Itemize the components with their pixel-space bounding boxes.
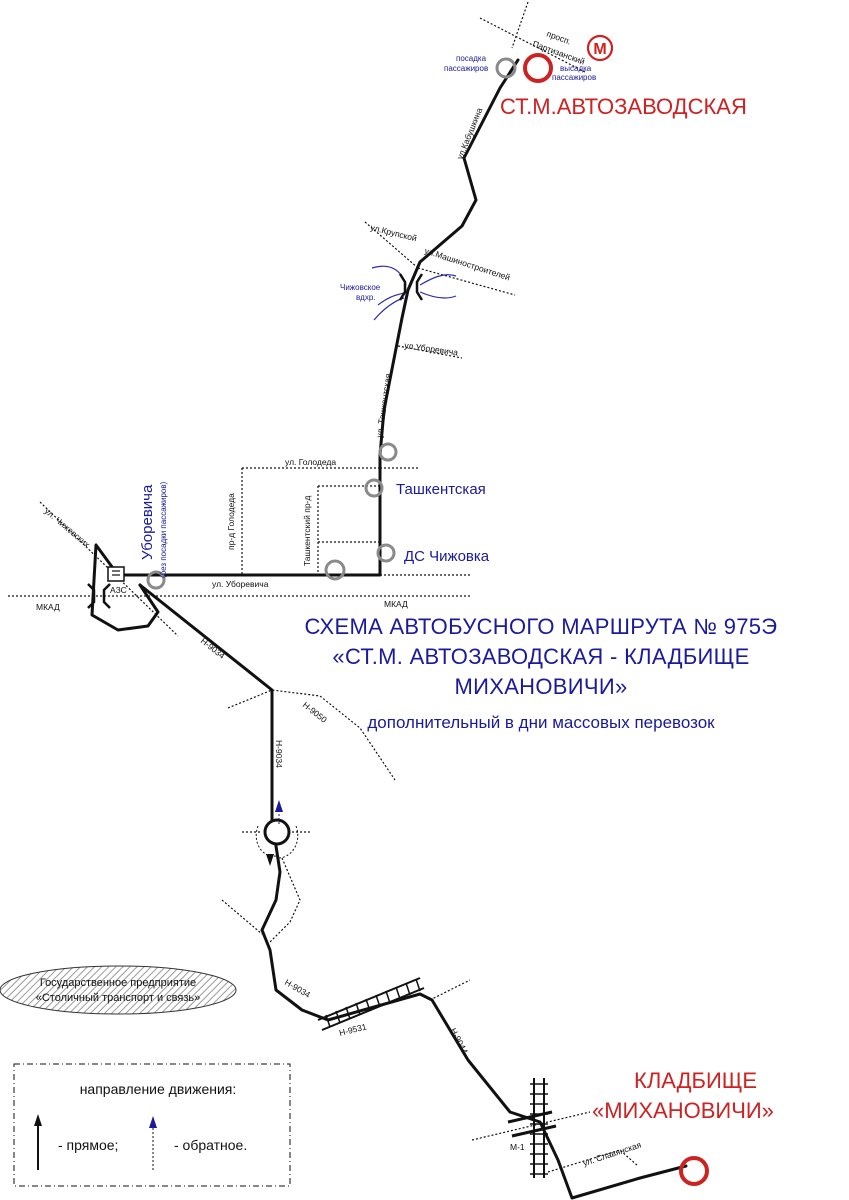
roundabout-dashed-ring <box>255 825 277 857</box>
route-line <box>90 58 688 1200</box>
label-uborevicha-north: ул.Уборевича <box>404 340 459 357</box>
label-tashkentskaya: ул. Ташкентская <box>374 373 393 439</box>
label-chizhevskih: ул. Чижевских <box>43 506 93 550</box>
label-uborevicha-south: ул. Уборевича <box>212 579 269 589</box>
legend-reverse: - обратное. <box>174 1137 247 1153</box>
stop-circle-tashkentskaya-2 <box>364 478 384 498</box>
stop-circles <box>146 57 517 590</box>
reservoir-label-2: вдхр. <box>356 293 376 302</box>
street-kabushkina-north <box>511 1 529 49</box>
label-n9034-b: Н-9034 <box>274 740 284 768</box>
route-segment-south <box>138 583 688 1200</box>
stop-circle-ds-chizhovka <box>376 543 396 563</box>
metro-alighting-label-2: пассажиров <box>552 73 596 82</box>
label-n9531: Н-9531 <box>338 1021 368 1038</box>
label-slavyanskaya: ул. Славянская <box>582 1139 643 1167</box>
organization-line-2: «Столичный транспорт и связь» <box>36 992 201 1004</box>
terminal-end-label-1: КЛАДБИЩЕ <box>634 1068 757 1093</box>
azs-label: АЗС <box>110 585 127 595</box>
organization-badge: Государственное предприятие «Столичный т… <box>0 965 237 1015</box>
legend-forward: - прямое; <box>58 1137 118 1153</box>
street-slavyanskaya <box>547 1149 639 1173</box>
terminal-end-label-2: «МИХАНОВИЧИ» <box>592 1098 774 1123</box>
label-mkad-east: МКАД <box>384 599 408 609</box>
route-segment-north <box>116 58 520 577</box>
legend-forward-arrow-icon <box>34 1114 42 1126</box>
street-m1 <box>471 1111 591 1141</box>
stop-circle-tashkentskaya-1 <box>378 442 398 462</box>
terminal-circle-metro <box>523 53 553 83</box>
terminal-circle-mikhanovichi <box>679 1156 709 1186</box>
metro-boarding-label-2: пассажиров <box>444 64 488 73</box>
label-m1: М-1 <box>510 1142 525 1152</box>
street-mashinostroiteley <box>417 267 516 296</box>
stop-label-uborevicha-note: (без посадки пассажиров) <box>159 481 168 578</box>
street-uborevicha-north <box>397 345 463 359</box>
legend: направление движения: - прямое; - обратн… <box>13 1063 291 1187</box>
title-line-2: «СТ.М. АВТОЗАВОДСКАЯ - КЛАДБИЩЕ <box>332 644 749 669</box>
stop-label-tashkentskaya: Ташкентская <box>396 481 486 498</box>
label-n9034-a: Н-9034 <box>199 636 227 661</box>
legend-heading: направление движения: <box>80 1081 237 1097</box>
title-subtitle: дополнительный в дни массовых перевозок <box>367 713 715 732</box>
title-line-1: СХЕМА АВТОБУСНОГО МАРШРУТА № 975Э <box>305 614 778 639</box>
label-krupskoy: ул.Крупской <box>370 222 419 243</box>
label-mkad-west: МКАД <box>36 602 60 612</box>
metro-logo-letter: М <box>593 41 606 58</box>
route-loop-west <box>90 543 160 632</box>
metro-alighting-label-1: высадка <box>560 64 592 73</box>
label-kabushkina: ул.Кабушкина <box>455 106 485 161</box>
street-n9044-east <box>429 979 471 1001</box>
street-south-west <box>221 899 263 935</box>
stop-circle-metro-boarding <box>495 57 517 79</box>
street-south-reverse <box>267 857 301 945</box>
stop-label-uborevicha: Уборевича <box>139 484 156 560</box>
label-n9044: Н-9044 <box>448 1026 470 1056</box>
label-golodeda-pr: пр-д Голодеда <box>226 493 236 550</box>
street-n9050 <box>227 689 396 781</box>
roundabout <box>255 800 299 866</box>
organization-line-1: Государственное предприятие <box>40 977 196 989</box>
reservoir-label-1: Чижовское <box>340 283 381 292</box>
stop-circle-uborevicha-street <box>324 559 346 581</box>
metro-logo: М <box>586 34 614 62</box>
terminal-start-label: СТ.М.АВТОЗАВОДСКАЯ <box>500 94 747 119</box>
roundabout-dashed-ring-2 <box>277 825 299 859</box>
title-line-3: МИХАНОВИЧИ» <box>455 674 628 699</box>
terminal-circles <box>523 53 709 1186</box>
label-golodeda: ул. Голодеда <box>285 457 336 467</box>
label-n9034-c: Н-9034 <box>283 977 312 1000</box>
gas-station-icon: АЗС <box>107 566 127 595</box>
stop-label-ds-chizhovka: ДС Чижовка <box>404 548 490 565</box>
reverse-arrow-icon <box>275 800 283 812</box>
label-n9050: Н-9050 <box>301 700 329 725</box>
stop-circle-uborevicha <box>146 570 166 590</box>
label-tashkentsky-pr: Ташкентский пр-д <box>302 496 312 566</box>
metro-boarding-label-1: посадка <box>456 54 487 63</box>
legend-reverse-arrow-icon <box>149 1116 157 1128</box>
forward-arrow-icon <box>266 854 274 866</box>
